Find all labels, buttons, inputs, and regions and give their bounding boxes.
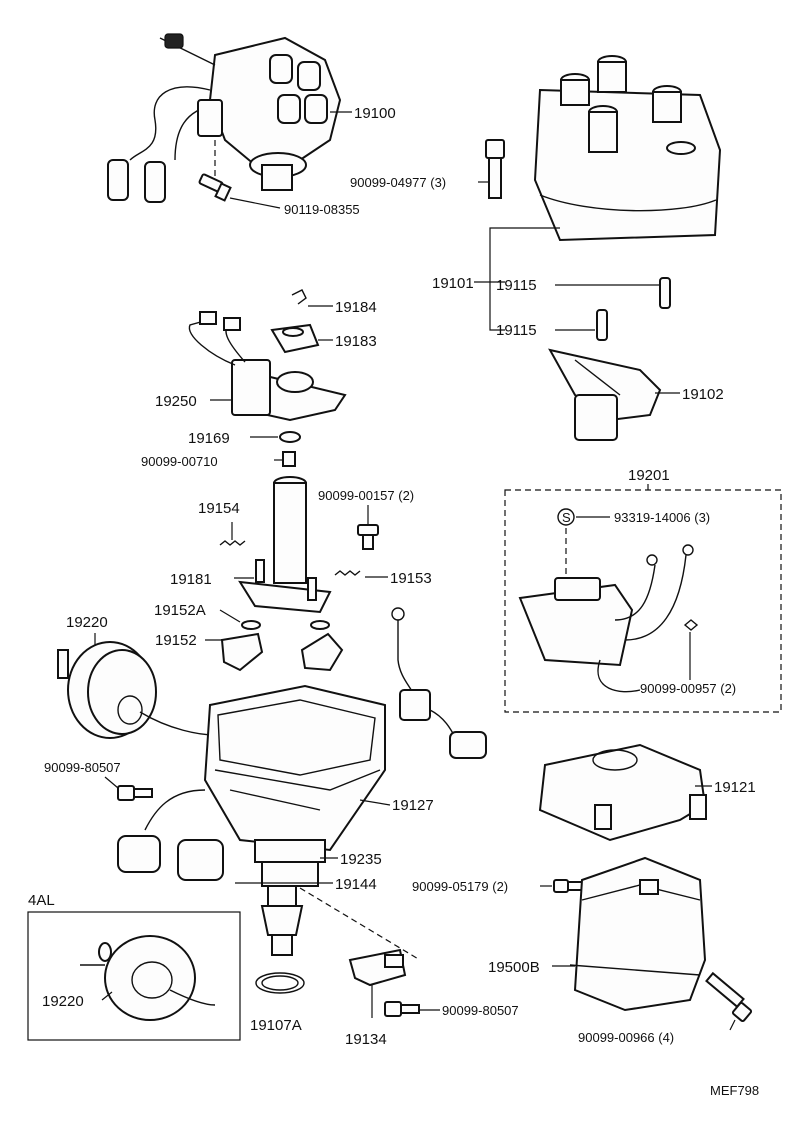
label-19201: 19201: [628, 467, 670, 484]
label-19121: 19121: [714, 779, 756, 796]
label-19220-b: 19220: [42, 993, 84, 1010]
label-19184: 19184: [335, 299, 377, 316]
clip-19152A-left: [241, 620, 261, 630]
pickup-coil-19250: [188, 311, 347, 422]
o-ring-19107A: [255, 972, 305, 994]
label-90119-08355: 90119-08355: [284, 202, 360, 217]
screw-90119-08355: [198, 173, 232, 202]
bolt-90099-04977: [485, 139, 505, 199]
label-19107A: 19107A: [250, 1017, 302, 1034]
label-19183: 19183: [335, 333, 377, 350]
spring-19153: [334, 570, 361, 576]
label-19100: 19100: [354, 105, 396, 122]
label-19250: 19250: [155, 393, 197, 410]
label-19102: 19102: [682, 386, 724, 403]
washer-19169: [279, 431, 301, 443]
label-19220: 19220: [66, 614, 108, 631]
clip-19184: [291, 289, 307, 305]
carbon-brush-19115-b: [596, 309, 608, 341]
label-90099-00710: 90099-00710: [141, 454, 218, 469]
carbon-brush-19115-a: [659, 277, 671, 309]
label-19169: 19169: [188, 430, 230, 447]
leader-90099-00966: [729, 1019, 736, 1031]
label-19115-b: 19115: [496, 322, 537, 339]
screw-90099-80507-b: [384, 1001, 420, 1017]
screw-90099-80507-a: [117, 785, 153, 801]
label-93319-14006: 93319-14006 (3): [614, 510, 710, 525]
drive-gear: [260, 885, 304, 956]
cover-19500B: [569, 856, 707, 1012]
housing-19127: [203, 684, 386, 887]
governor-weight-left: [220, 632, 264, 672]
screw-90099-05179: [553, 879, 583, 893]
label-19152A: 19152A: [154, 602, 206, 619]
label-90099-00966: 90099-00966 (4): [578, 1030, 674, 1045]
screw-90099-00710: [282, 451, 296, 467]
bracket-19134: [348, 948, 407, 987]
inset-4AL-frame: [27, 911, 241, 1041]
label-90099-00957: 90099-00957 (2): [640, 681, 736, 696]
o-ring-inner: [261, 975, 299, 991]
label-90099-04977: 90099-04977 (3): [350, 175, 446, 190]
dashed-guide-19134: [299, 887, 421, 961]
label-19181: 19181: [170, 571, 212, 588]
vacuum-advance-4AL: [80, 935, 216, 1021]
lead-wire-terminal: [391, 607, 487, 759]
s-mark-circle: [557, 508, 575, 526]
bolt-90099-00966: [705, 971, 753, 1023]
clip-90099-00957: [683, 619, 699, 631]
igniter-19201: [518, 544, 694, 693]
leader-90119: [229, 197, 281, 209]
distributor-assembly-drawing: [107, 33, 342, 203]
label-19134: 19134: [345, 1031, 387, 1048]
label-19152: 19152: [155, 632, 197, 649]
spring-19154: [219, 540, 246, 546]
bracket-19101: [489, 227, 560, 331]
cover-19121: [538, 743, 707, 842]
clip-19152A-right: [310, 620, 330, 630]
label-19127: 19127: [392, 797, 434, 814]
diagram-code: MEF798: [710, 1083, 759, 1098]
label-19101: 19101: [432, 275, 474, 292]
label-4AL: 4AL: [28, 892, 55, 909]
rotor-19102: [548, 348, 662, 441]
governor-weight-right: [300, 632, 344, 672]
governor-shaft-19181: [238, 476, 332, 614]
label-90099-00157: 90099-00157 (2): [318, 488, 414, 503]
distributor-cap: [533, 55, 722, 242]
label-19115-a: 19115: [496, 277, 537, 294]
leader-19127: [359, 799, 391, 806]
label-19144: 19144: [335, 876, 377, 893]
leader-19220-b: [101, 991, 113, 1001]
leader-90099-80507-a: [104, 776, 119, 789]
label-19154: 19154: [198, 500, 240, 517]
label-90099-80507-a: 90099-80507: [44, 760, 121, 775]
label-S: S: [562, 510, 571, 525]
label-19153: 19153: [390, 570, 432, 587]
screw-90099-00157: [357, 524, 379, 550]
label-90099-80507-b: 90099-80507: [442, 1003, 519, 1018]
igniter-group-frame: [504, 489, 782, 713]
coil-connector-left: [117, 789, 224, 881]
label-19500B: 19500B: [488, 959, 540, 976]
label-19235: 19235: [340, 851, 382, 868]
leader-19152A: [219, 609, 241, 623]
cover-19183: [270, 323, 320, 354]
label-90099-05179: 90099-05179 (2): [412, 879, 508, 894]
vacuum-advance-19220: [57, 641, 216, 739]
